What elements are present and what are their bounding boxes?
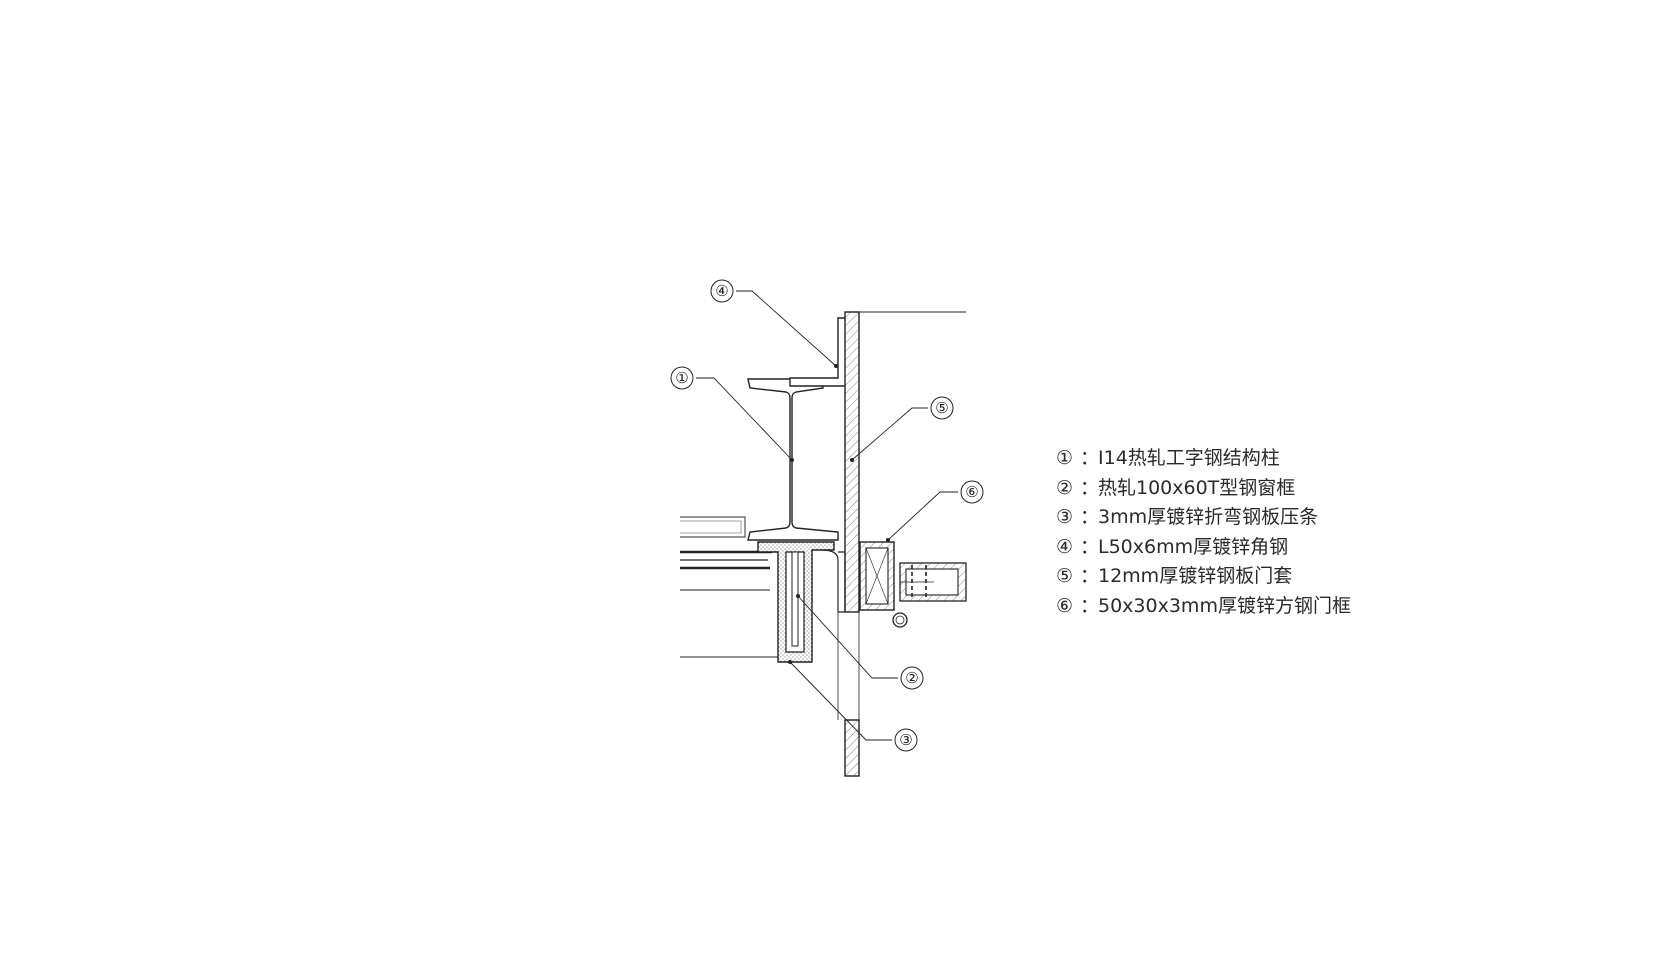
legend-item: ④ ：L50x6mm厚镀锌角钢	[1056, 533, 1351, 563]
callout-label: ③	[899, 731, 912, 749]
legend-text: 热轧100x60T型钢窗框	[1098, 476, 1296, 499]
legend-text: L50x6mm厚镀锌角钢	[1098, 535, 1289, 558]
legend: ①：I14热轧工字钢结构柱 ②：热轧100x60T型钢窗框 ③：3mm厚镀锌折弯…	[1056, 444, 1351, 621]
legend-separator: ：	[1080, 506, 1100, 528]
legend-item: ⑤ ：12mm厚镀锌钢板门套	[1056, 562, 1351, 592]
callout-label: ①	[675, 369, 688, 387]
legend-separator: ：	[1080, 476, 1100, 499]
legend-separator: ：	[1080, 535, 1100, 558]
glazing-panel	[680, 516, 780, 658]
legend-number: ⑥	[1056, 594, 1074, 617]
legend-text: I14热轧工字钢结构柱	[1098, 447, 1280, 469]
angle-steel	[789, 317, 847, 387]
callout-c3: ③	[894, 728, 918, 752]
callout-label: ②	[905, 669, 918, 687]
door-casing-plate-lower	[844, 719, 860, 777]
callout-label: ⑥	[965, 483, 978, 501]
legend-separator: ：	[1080, 594, 1100, 617]
legend-text: 3mm厚镀锌折弯钢板压条	[1098, 506, 1319, 528]
legend-text: 12mm厚镀锌钢板门套	[1098, 565, 1293, 587]
legend-item: ③ ：3mm厚镀锌折弯钢板压条	[1056, 503, 1351, 533]
leader-lines	[696, 290, 958, 741]
legend-number: ①	[1056, 447, 1074, 469]
callout-c5: ⑤	[930, 396, 954, 420]
legend-text: 50x30x3mm厚镀锌方钢门框	[1098, 594, 1351, 617]
callout-c6: ⑥	[960, 480, 984, 504]
legend-number: ⑤	[1056, 565, 1074, 587]
callout-c1: ①	[670, 366, 694, 390]
legend-item: ② ：热轧100x60T型钢窗框	[1056, 474, 1351, 504]
callout-c2: ②	[900, 666, 924, 690]
legend-separator: ：	[1080, 565, 1100, 587]
callout-label: ⑤	[935, 399, 948, 417]
door-leaf	[899, 562, 967, 602]
legend-number: ④	[1056, 535, 1074, 558]
legend-separator: ：	[1080, 447, 1100, 469]
square-tube-door-frame	[859, 541, 908, 628]
legend-item: ⑥ ：50x30x3mm厚镀锌方钢门框	[1056, 592, 1351, 622]
legend-number: ③	[1056, 506, 1074, 528]
callout-label: ④	[715, 282, 728, 300]
i-beam-column	[747, 378, 839, 541]
legend-number: ②	[1056, 476, 1074, 499]
legend-item: ① ：I14热轧工字钢结构柱	[1056, 444, 1351, 474]
callout-c4: ④	[710, 279, 734, 303]
